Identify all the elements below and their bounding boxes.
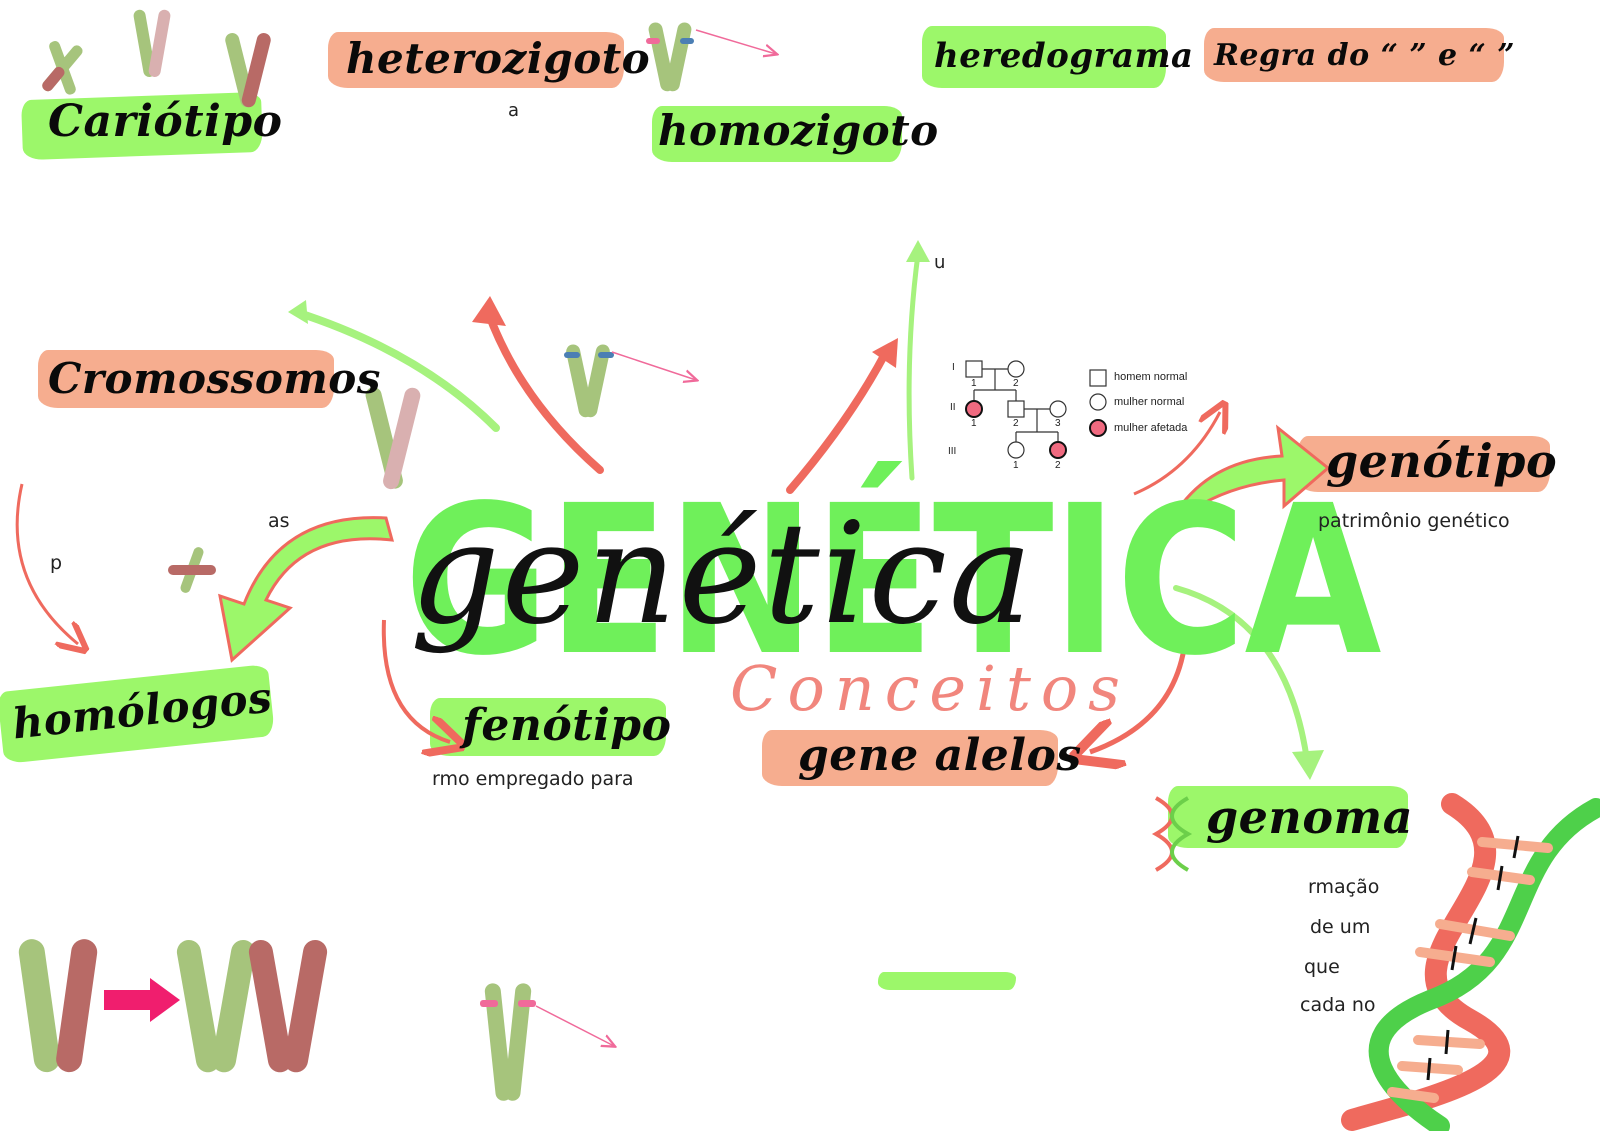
chromosome-icon — [564, 344, 614, 418]
note-genoma-3: que — [1304, 956, 1340, 978]
regra-highlight — [1204, 28, 1504, 82]
note-genoma-1: rmação — [1308, 876, 1380, 898]
title-script: genética — [410, 493, 1035, 656]
note-genoma-2: de um — [1310, 916, 1371, 938]
chromosome-icon — [18, 939, 98, 1073]
pedigree-gen-1: I — [952, 362, 955, 373]
title-main: GENÉTICA — [404, 461, 1382, 701]
label-cariotipo: Cariótipo — [48, 96, 283, 147]
heredograma-highlight — [922, 26, 1166, 88]
dna-helix-icon — [1341, 793, 1600, 1131]
pedigree-num: 2 — [1013, 418, 1019, 429]
label-heterozigoto: heterozigoto — [346, 34, 651, 83]
arrow-icon — [218, 516, 395, 663]
note-as: as — [268, 510, 290, 532]
note-u: u — [934, 252, 946, 273]
pedigree-legend-item: homem normal — [1114, 371, 1188, 383]
dna-helix-icon — [1151, 796, 1193, 872]
pedigree-num: 2 — [1055, 460, 1061, 471]
pedigree-num: 2 — [1013, 378, 1019, 389]
label-regra: Regra do “ ” e “ ” — [1214, 38, 1516, 73]
pedigree-gen-2: II — [950, 402, 956, 413]
chromosome-icon — [365, 387, 421, 490]
chromosome-icon — [133, 9, 171, 77]
pedigree-legend-item: mulher normal — [1114, 396, 1185, 408]
chromosome-icon — [646, 22, 694, 92]
note-fenotipo: rmo empregado para — [432, 768, 634, 790]
label-cromossomos: Cromossomos — [48, 354, 381, 403]
label-genoma: genoma — [1206, 790, 1414, 844]
chromosome-icon — [42, 41, 83, 95]
decorative-stroke — [878, 972, 1016, 990]
pedigree-legend-item: mulher afetada — [1114, 422, 1188, 434]
chromosome-icon — [168, 547, 216, 593]
chromosome-icon — [176, 939, 256, 1073]
pedigree-gen-3: III — [948, 446, 957, 457]
pedigree-num: 1 — [971, 418, 977, 429]
note-genoma-4: cada no — [1300, 994, 1376, 1016]
note-patrimonio: patrimônio genético — [1318, 510, 1510, 532]
heterozigoto-highlight — [328, 32, 624, 88]
arrow-icon — [104, 978, 180, 1022]
label-homozigoto: homozigoto — [658, 106, 939, 155]
note-p: p — [50, 552, 63, 574]
label-gene-alelos: gene alelos — [798, 730, 1082, 781]
arrow-icon — [1164, 424, 1331, 532]
pedigree-num: 3 — [1055, 418, 1061, 429]
cromossomos-highlight — [38, 350, 334, 408]
pedigree-num: 1 — [971, 378, 977, 389]
pedigree-chart — [965, 360, 1107, 459]
homozigoto-highlight — [652, 106, 902, 162]
title-subtitle: Conceitos — [730, 652, 1130, 725]
genotipo-highlight — [1298, 436, 1550, 492]
gene-alelos-highlight — [762, 730, 1058, 786]
label-heredograma: heredograma — [934, 36, 1194, 76]
pedigree-num: 1 — [1013, 460, 1019, 471]
genoma-highlight — [1168, 786, 1408, 848]
label-fenotipo: fenótipo — [462, 700, 672, 751]
note-a: a — [508, 100, 520, 121]
label-genotipo: genótipo — [1326, 434, 1558, 488]
chromosome-icon — [480, 983, 536, 1101]
chromosome-icon — [225, 33, 271, 108]
chromosome-icon — [248, 939, 328, 1073]
